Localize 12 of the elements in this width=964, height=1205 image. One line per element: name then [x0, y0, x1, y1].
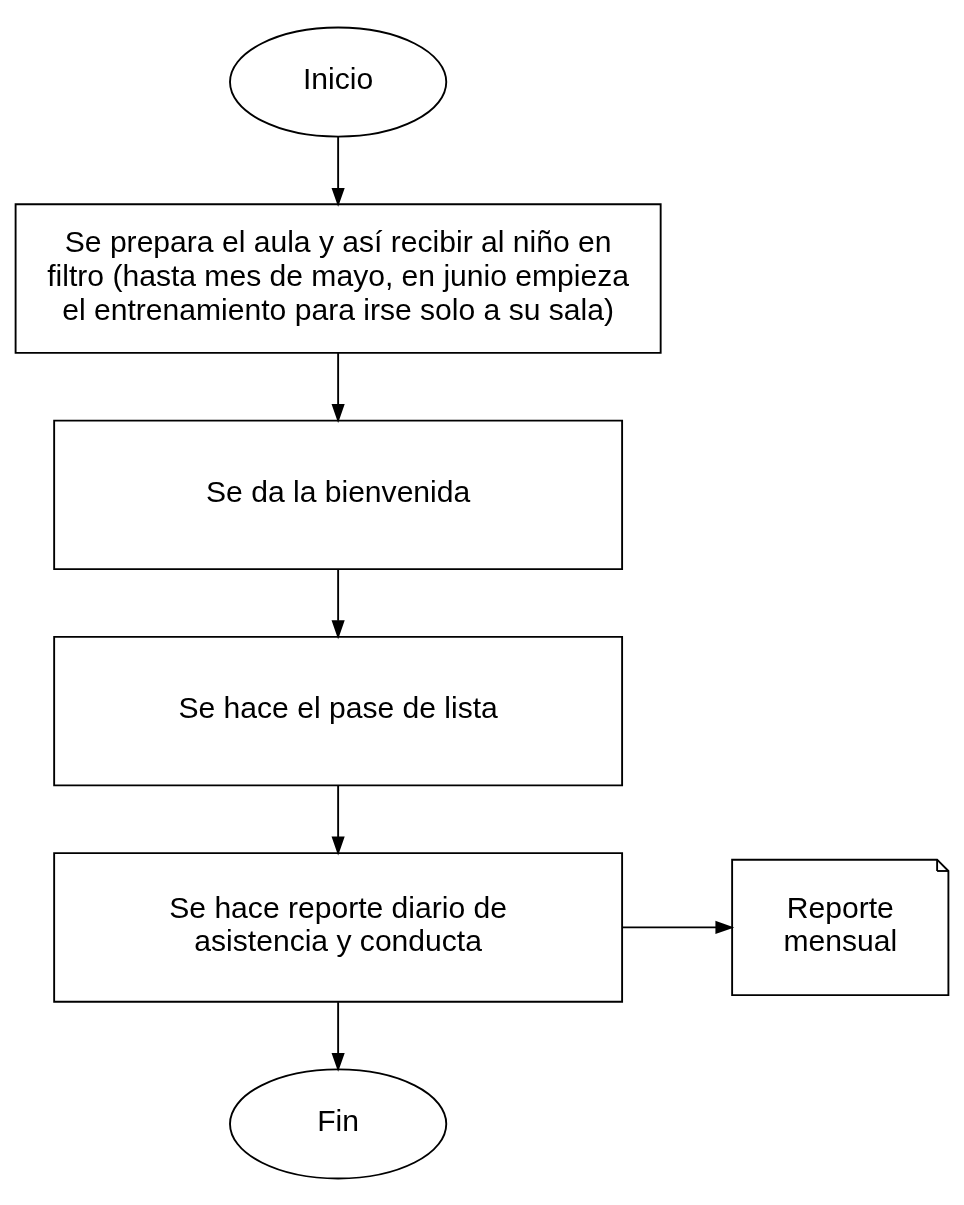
- arrow: [331, 567, 345, 639]
- arrow: [331, 135, 345, 207]
- arrow: [331, 784, 345, 855]
- node-box: Se da la bienvenida: [53, 419, 624, 570]
- node-box: Se hace reporte diario de asistencia y conducta: [53, 851, 624, 1003]
- arrow: [331, 351, 345, 423]
- node-box: Se hace el pase de lista: [53, 635, 624, 786]
- arrow: [621, 920, 735, 934]
- node-ellipse: Fin: [229, 1067, 448, 1179]
- arrow: [331, 1000, 345, 1072]
- node-box: Se prepara el aula y así recibir al niño en filtro (hasta mes de mayo, en junio empieza el entrenamiento para irse solo a su sala): [14, 202, 662, 354]
- node-ellipse: Inicio: [229, 26, 448, 138]
